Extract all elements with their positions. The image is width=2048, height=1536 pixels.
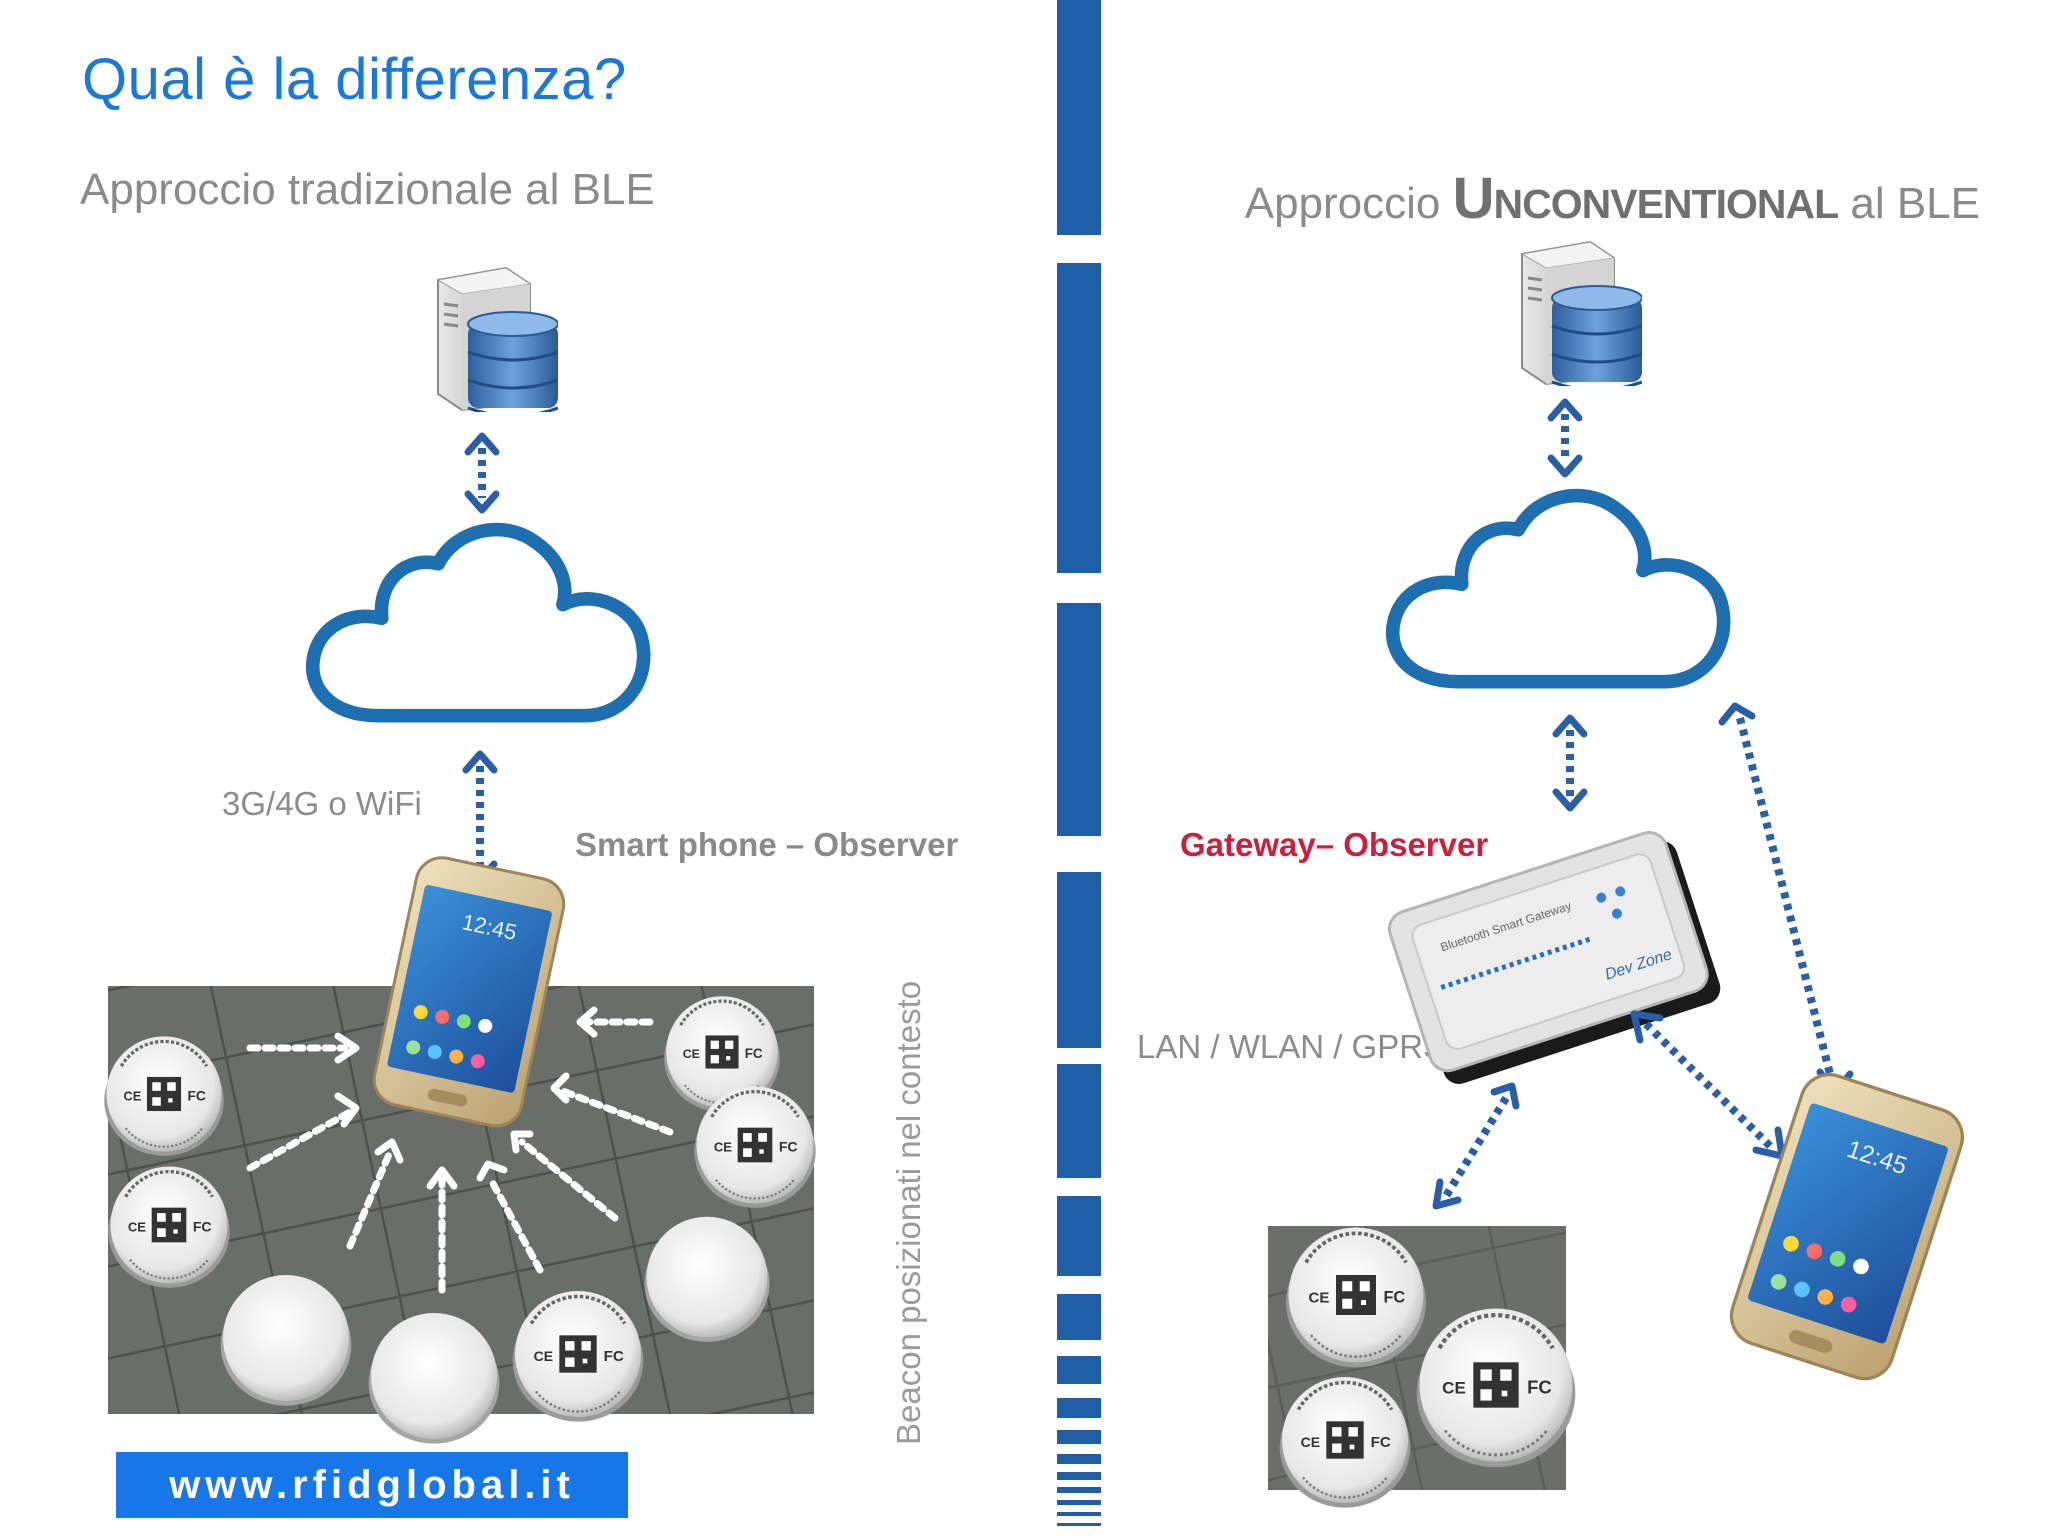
right-subtitle-suffix: al BLE — [1838, 179, 1980, 228]
right-cloud-icon — [1393, 496, 1724, 682]
smartphone-observer-label: Smart phone – Observer — [575, 826, 959, 863]
left-subtitle: Approccio tradizionale al BLE — [80, 165, 655, 214]
right-smartphone-icon — [1722, 1065, 1972, 1388]
center-divider — [1057, 0, 1101, 1526]
right-server-database-icon — [1520, 240, 1642, 386]
gateway-observer-label: Gateway– Observer — [1180, 826, 1489, 863]
gateway-device-icon: Bluetooth Smart Gateway Dev Zone — [1387, 831, 1721, 1084]
right-subtitle-emphasis: Unconventional — [1452, 166, 1839, 231]
left-network-label: 3G/4G o WiFi — [222, 785, 422, 822]
right-subtitle: Approccio Unconventional al BLE — [1245, 165, 1980, 232]
website-banner[interactable]: www.rfidglobal.it — [116, 1452, 628, 1518]
gateway-beacon-arrow — [1442, 1095, 1510, 1199]
gateway-phone-arrow — [1643, 1021, 1775, 1151]
right-subtitle-prefix: Approccio — [1244, 179, 1453, 228]
left-server-database-icon — [436, 266, 558, 412]
right-network-label: LAN / WLAN / GPRS — [1137, 1028, 1446, 1065]
page-title: Qual è la differenza? — [82, 47, 627, 112]
right-beacon-photo — [1268, 1226, 1575, 1508]
beacon-signal-arrows — [246, 1018, 674, 1294]
left-cloud-icon — [313, 530, 644, 716]
right-cloud-phone-arrow — [1736, 717, 1836, 1083]
